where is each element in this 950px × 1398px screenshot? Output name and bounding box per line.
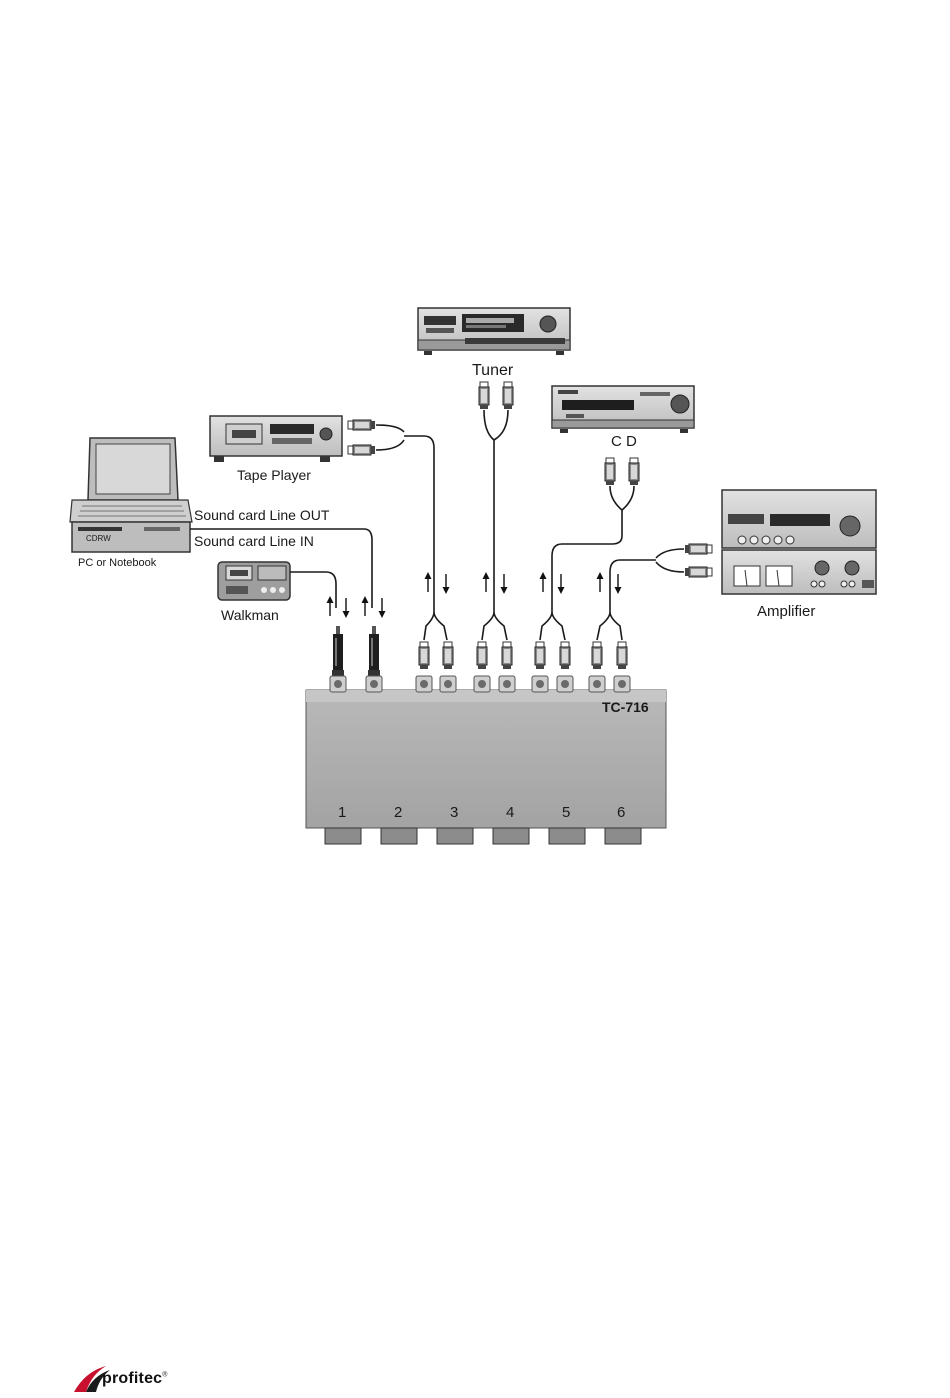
tape-rca-plugs — [348, 420, 375, 455]
tape-player-label: Tape Player — [237, 467, 311, 483]
tuner-label: Tuner — [472, 362, 514, 379]
amp-rca-plugs — [685, 544, 712, 577]
amplifier-label: Amplifier — [757, 603, 815, 620]
amplifier-device — [722, 490, 876, 594]
pc-label: PC or Notebook — [78, 557, 157, 569]
walkman-device — [218, 562, 290, 600]
port-label-2: 2 — [394, 804, 402, 821]
cd-rca-plugs — [605, 458, 639, 485]
port-label-5: 5 — [562, 804, 570, 821]
brand-logo: profitec® — [72, 1362, 192, 1396]
pc-drive-label: CDRW — [86, 534, 111, 543]
line-in-label: Sound card Line IN — [194, 533, 314, 549]
port-label-4: 4 — [506, 804, 514, 821]
cd-player-device — [552, 386, 694, 433]
switch-box-jacks — [332, 626, 627, 678]
switch-box-model: TC-716 — [602, 699, 649, 715]
walkman-label: Walkman — [221, 607, 279, 623]
tuner-device — [418, 308, 570, 355]
port-label-1: 1 — [338, 804, 346, 821]
tuner-rca-plugs — [479, 382, 513, 409]
brand-name: profitec® — [102, 1370, 168, 1388]
port-label-6: 6 — [617, 804, 625, 821]
tape-player-device — [210, 416, 342, 462]
cd-label: C D — [611, 433, 637, 450]
line-out-label: Sound card Line OUT — [194, 507, 330, 523]
port-label-3: 3 — [450, 804, 458, 821]
signal-arrows — [327, 572, 622, 618]
switch-buttons — [325, 828, 641, 844]
